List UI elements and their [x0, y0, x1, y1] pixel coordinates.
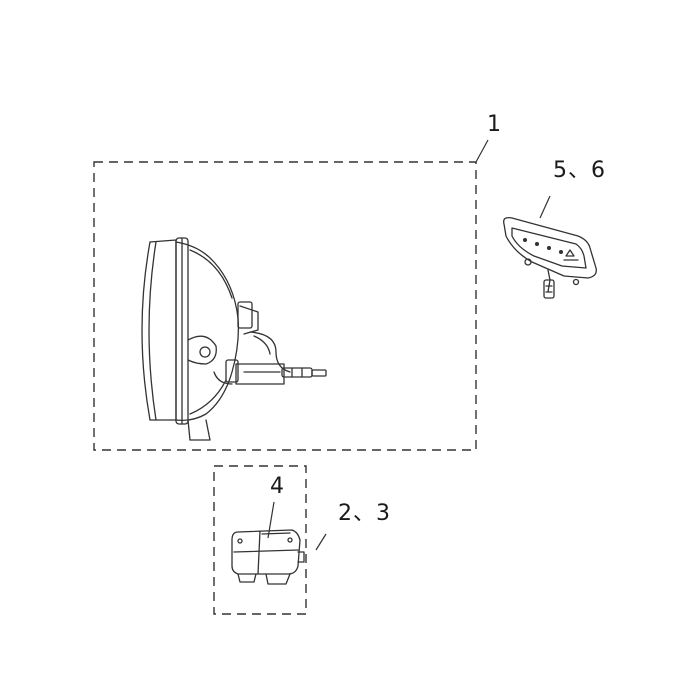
tail-lamp — [231, 529, 305, 585]
callout-2-3: 2、3 — [338, 501, 391, 526]
headlight-group-boundary — [93, 161, 477, 451]
callout-1: 1 — [487, 112, 502, 137]
leader-line-1 — [475, 139, 489, 163]
leader-line-2-3 — [315, 533, 327, 551]
headlight-assembly — [141, 237, 327, 441]
leader-line-4 — [267, 501, 275, 539]
turn-indicator — [503, 216, 597, 299]
callout-4: 4 — [270, 474, 285, 499]
callout-5-6: 5、6 — [553, 158, 606, 183]
leader-line-5-6 — [539, 195, 551, 219]
tail-lamp-group-boundary — [213, 465, 307, 615]
